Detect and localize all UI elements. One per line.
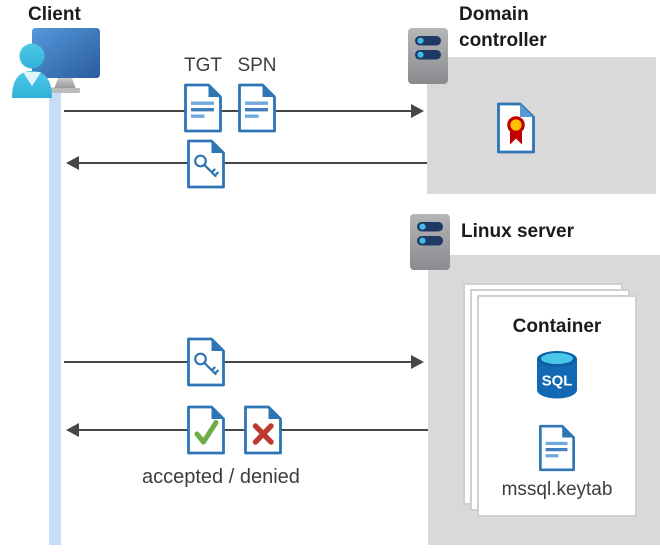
arrow-client-to-dc	[64, 110, 412, 112]
client-lifeline	[49, 87, 61, 545]
tgt-ticket-icon	[184, 83, 222, 133]
container-card: Container SQL mssql.keytab	[477, 295, 637, 517]
spn-label: SPN	[237, 55, 277, 76]
keytab-file-icon	[539, 424, 575, 472]
mssql-keytab-label: mssql.keytab	[501, 479, 613, 500]
domain-controller-label: Domain controller	[459, 4, 547, 51]
container-label: Container	[512, 316, 602, 337]
accepted-ticket-icon	[187, 405, 225, 455]
service-ticket-key-icon	[186, 337, 226, 387]
arrow-client-to-linux	[64, 361, 412, 363]
sql-badge-text: SQL	[542, 373, 573, 390]
arrowhead-left-icon	[66, 423, 79, 437]
tgt-label: TGT	[184, 55, 222, 76]
certificate-icon	[497, 102, 535, 154]
arrowhead-left-icon	[66, 156, 79, 170]
arrowhead-right-icon	[411, 355, 424, 369]
service-ticket-key-icon	[186, 139, 226, 189]
client-label: Client	[28, 4, 81, 25]
linux-server-label: Linux server	[461, 221, 574, 242]
linux-server-icon	[410, 214, 450, 270]
spn-ticket-icon	[238, 83, 276, 133]
arrow-dc-to-client	[79, 162, 427, 164]
domain-controller-server-icon	[408, 28, 448, 84]
denied-ticket-icon	[244, 405, 282, 455]
client-computer-icon	[12, 28, 100, 98]
arrowhead-right-icon	[411, 104, 424, 118]
accepted-denied-label: accepted / denied	[142, 466, 300, 488]
domain-controller-zone	[427, 57, 656, 194]
sql-database-icon: SQL	[537, 351, 577, 399]
